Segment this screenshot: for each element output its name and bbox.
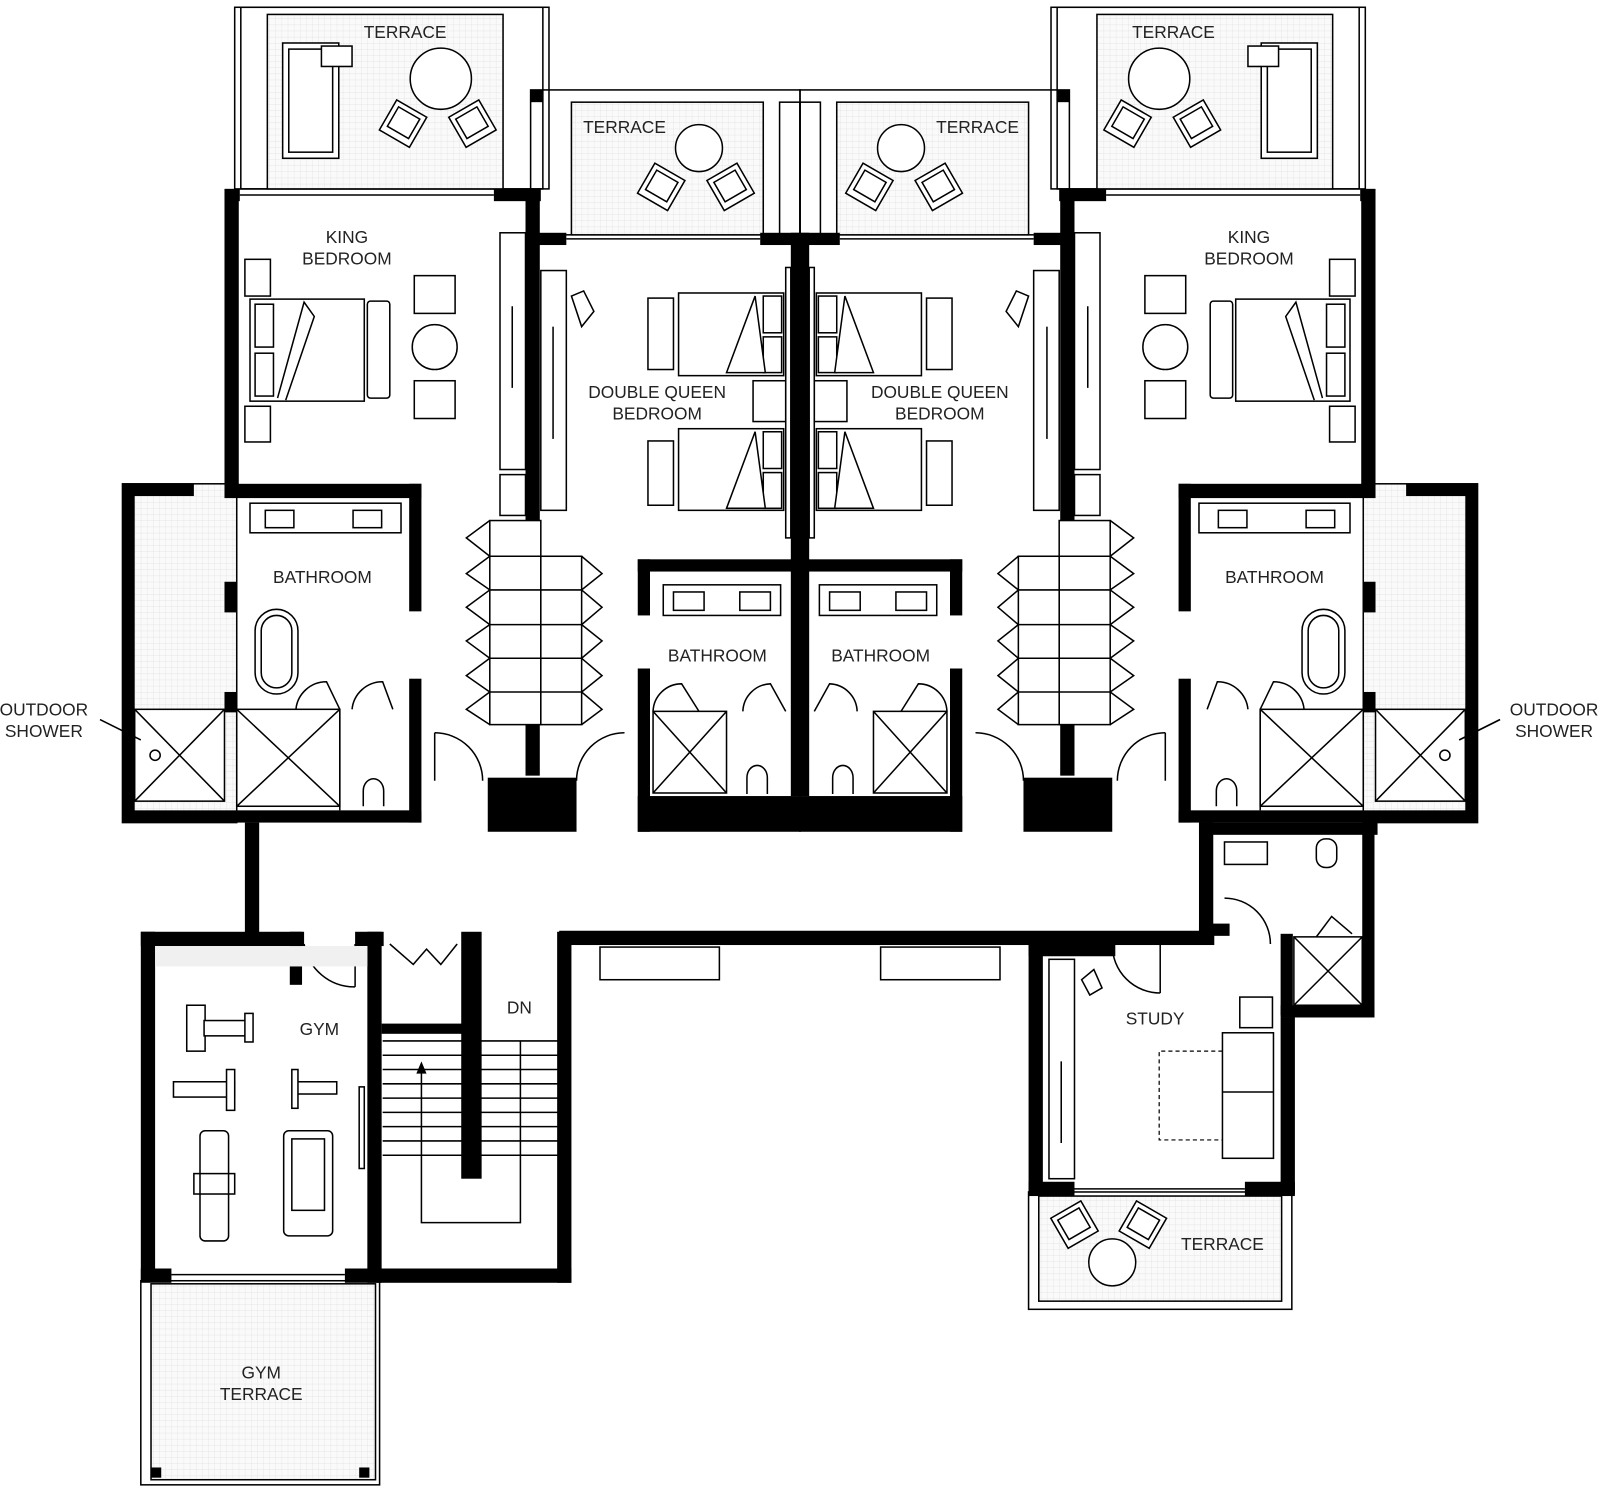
label-terrace-study: TERRACE	[1181, 1234, 1264, 1254]
gym-room	[140, 931, 384, 1486]
label-bathroom-queen-right: BATHROOM	[831, 645, 930, 665]
study-room	[1027, 822, 1378, 1311]
label-bathroom-queen-left: BATHROOM	[668, 645, 767, 665]
label-gym: GYM	[300, 1019, 339, 1039]
label-terrace-queen-left: TERRACE	[583, 117, 666, 137]
label-stair-down: DN	[507, 997, 532, 1017]
label-terrace-king-left: TERRACE	[364, 22, 447, 42]
corridor	[244, 822, 1215, 994]
stair	[367, 931, 572, 1283]
label-terrace-queen-right: TERRACE	[936, 117, 1019, 137]
label-bathroom-king-right: BATHROOM	[1225, 567, 1324, 587]
label-study: STUDY	[1126, 1009, 1185, 1029]
label-bathroom-king-left: BATHROOM	[273, 567, 372, 587]
label-terrace-king-right: TERRACE	[1132, 22, 1215, 42]
